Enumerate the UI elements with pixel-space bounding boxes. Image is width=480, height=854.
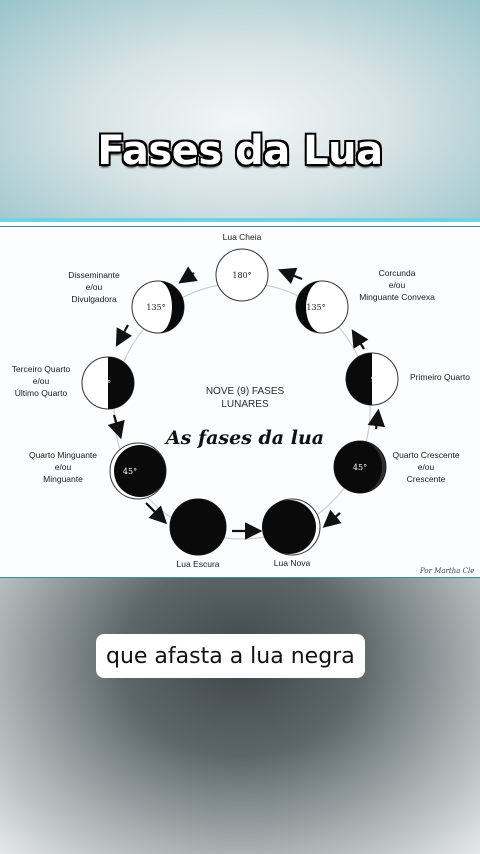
angle-45-crescent: 45° — [353, 463, 367, 472]
moon-phases-diagram: 180° 135° 90° 45° 45° 90° 135° Lua Cheia… — [0, 218, 480, 578]
cycle-arrows — [107, 266, 386, 540]
moon-first-quarter — [345, 352, 399, 406]
video-title: Fases da Lua — [97, 128, 383, 174]
label-quarto-crescente: Quarto Crescente e/ou Crescente — [392, 450, 460, 484]
background-bottom — [0, 578, 480, 854]
moon-full — [215, 248, 269, 302]
label-quarto-minguante: Quarto Minguante e/ou Minguante — [28, 450, 98, 484]
angle-135-waning: 135° — [306, 303, 325, 312]
background-top — [0, 0, 480, 220]
label-lua-escura: Lua Escura — [176, 559, 220, 569]
author-signature: Por Martha Cle — [420, 567, 475, 575]
diagram-canvas: 180° 135° 90° 45° 45° 90° 135° Lua Cheia… — [0, 226, 480, 578]
label-lua-cheia: Lua Cheia — [222, 232, 262, 242]
moon-waning-crescent — [109, 442, 167, 500]
phase-cycle-svg: 180° 135° 90° 45° 45° 90° 135° — [81, 248, 399, 556]
moon-waxing-crescent — [333, 440, 387, 494]
angle-180-full: 180° — [232, 271, 251, 280]
script-title: As fases da lua — [165, 427, 325, 449]
angle-45-minguante: 45° — [123, 467, 137, 476]
label-terceiro-quarto: Terceiro Quarto e/ou Último Quarto — [11, 364, 71, 398]
angle-labels: 180° 135° 90° 45° 45° 90° 135° — [97, 271, 385, 476]
center-heading: NOVE (9) FASES LUNARES — [205, 386, 285, 410]
angle-90-first: 90° — [371, 375, 385, 384]
label-corcunda: Corcunda e/ou Minguante Convexa — [359, 268, 435, 302]
label-disseminante: Disseminante e/ou Divulgadora — [68, 270, 120, 304]
angle-135-disseminating: 135° — [146, 303, 165, 312]
moon-dark — [169, 498, 227, 556]
moon-new — [262, 498, 321, 556]
moon-waning-gibbous — [295, 280, 349, 334]
label-lua-nova: Lua Nova — [273, 558, 311, 568]
label-primeiro-quarto: Primeiro Quarto — [410, 372, 470, 382]
moon-disseminating — [131, 280, 185, 334]
moon-last-quarter — [81, 356, 135, 410]
subtitle-caption: que afasta a lua negra — [96, 634, 365, 678]
angle-90-last: 90° — [97, 379, 111, 388]
